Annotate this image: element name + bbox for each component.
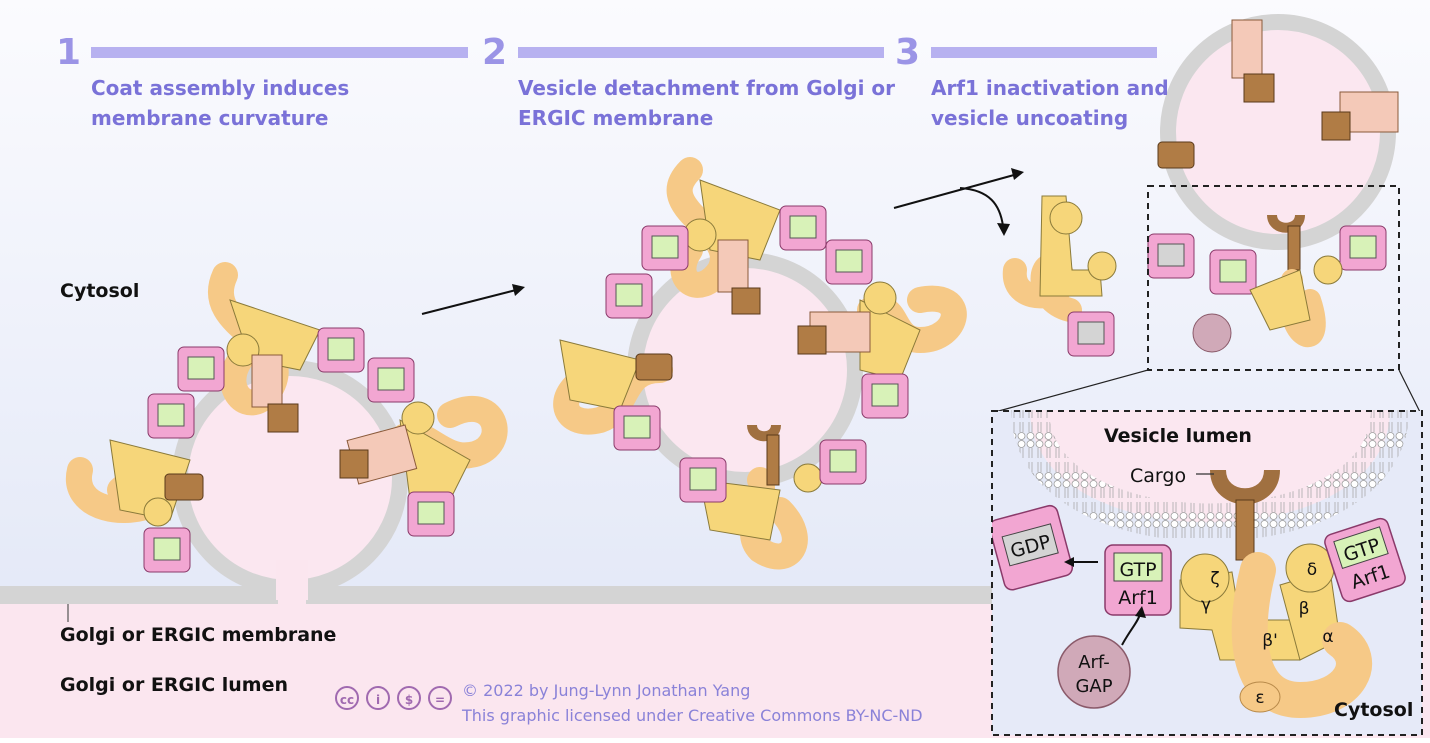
arf1-small xyxy=(605,205,909,503)
subunit-delta-label: δ xyxy=(1307,560,1317,580)
step-1-text: Coat assembly induces membrane curvature xyxy=(91,76,350,130)
subunit-alpha-label: α xyxy=(1322,627,1333,647)
zoom-connector-left xyxy=(994,369,1149,413)
credit-line-1: © 2022 by Jung-Lynn Jonathan Yang xyxy=(462,681,751,700)
released-coat xyxy=(1002,195,1387,357)
vesicle-lumen-label: Vesicle lumen xyxy=(1104,425,1252,447)
cytosol-inset-label: Cytosol xyxy=(1334,699,1413,721)
step-3-bar xyxy=(931,47,1157,58)
arf1-small xyxy=(143,327,455,573)
arrow-step-1-to-2 xyxy=(421,284,525,315)
zoom-source-box xyxy=(1147,185,1400,371)
by-icon: i xyxy=(366,686,390,710)
cargo-label: Cargo xyxy=(1130,465,1186,487)
step-3-text: Arf1 inactivation and vesicle uncoating xyxy=(931,76,1169,130)
coat-complex-1 xyxy=(65,262,508,573)
credit-line-2: This graphic licensed under Creative Com… xyxy=(462,706,923,725)
zoom-connector-right xyxy=(1398,369,1421,413)
step-2-text: Vesicle detachment from Golgi or ERGIC m… xyxy=(518,76,896,130)
subunit-gamma-label: γ xyxy=(1201,595,1211,615)
nc-icon: $ xyxy=(397,686,421,710)
uncoated-vesicle xyxy=(1157,14,1399,271)
inset-panel xyxy=(991,410,1423,736)
nd-icon: = xyxy=(428,686,452,710)
gtp-left-label: GTP xyxy=(1119,559,1156,581)
arf-gap-label-2: GAP xyxy=(1075,676,1112,697)
step-2-bar xyxy=(518,47,884,58)
arf1-left-label: Arf1 xyxy=(1118,587,1158,609)
step-1-bar xyxy=(91,47,468,58)
subunit-zeta-label: ζ xyxy=(1210,569,1219,589)
arf-gap-label-1: Arf- xyxy=(1078,652,1110,673)
coat-complex-2 xyxy=(553,157,967,570)
lumen-label: Golgi or ERGIC lumen xyxy=(60,674,289,696)
step-2-number: 2 xyxy=(482,32,508,73)
subunit-epsilon-label: ε xyxy=(1255,688,1264,708)
arrow-step-2-to-3 xyxy=(893,168,1024,236)
step-3-number: 3 xyxy=(895,32,921,73)
subunit-beta-label: β xyxy=(1299,599,1310,619)
budding-vesicle xyxy=(172,360,408,600)
cytosol-label: Cytosol xyxy=(60,280,140,302)
subunit-beta-prime-label: β' xyxy=(1262,631,1278,651)
golgi-membrane xyxy=(0,586,996,622)
cc-icon: cc xyxy=(335,686,359,710)
step-1-number: 1 xyxy=(56,32,82,73)
membrane-label: Golgi or ERGIC membrane xyxy=(60,624,337,646)
